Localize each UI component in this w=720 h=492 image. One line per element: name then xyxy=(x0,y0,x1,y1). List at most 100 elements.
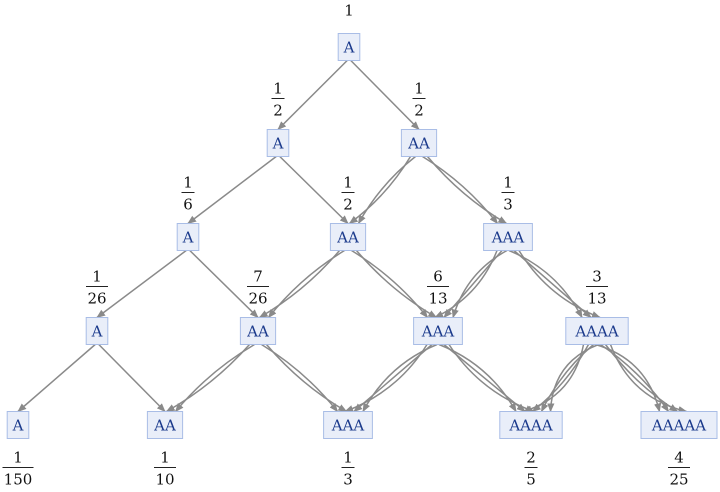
edge-arrow xyxy=(350,59,420,131)
edge-arrow xyxy=(443,250,503,319)
fraction-numerator: 1 xyxy=(13,449,23,467)
fraction-numerator: 3 xyxy=(592,268,602,286)
fraction-numerator: 4 xyxy=(674,449,684,467)
probability-label: 126 xyxy=(86,268,108,308)
node-label: AA xyxy=(407,135,430,153)
fraction-denominator: 2 xyxy=(273,102,283,120)
fraction-denominator: 26 xyxy=(248,290,267,308)
edge-arrow xyxy=(174,343,255,413)
state-node[interactable]: AAAAA xyxy=(640,411,718,439)
fraction-denominator: 3 xyxy=(343,471,353,489)
node-label: AAAA xyxy=(508,417,552,435)
fraction-denominator: 6 xyxy=(183,196,193,214)
fraction-numerator: 1 xyxy=(503,174,513,192)
fraction-numerator: 1 xyxy=(160,449,170,467)
state-node[interactable]: A xyxy=(337,33,361,61)
node-label: AA xyxy=(153,417,176,435)
node-label: AAA xyxy=(331,417,365,435)
edge-arrow xyxy=(344,344,428,413)
node-label: AAAAA xyxy=(651,417,706,435)
node-box xyxy=(640,411,718,439)
edge-arrow xyxy=(522,344,585,413)
state-node[interactable]: AAA xyxy=(413,317,463,345)
state-node[interactable]: A xyxy=(266,129,290,157)
node-box xyxy=(400,129,438,157)
edge-arrow xyxy=(518,250,601,319)
edge-arrow xyxy=(355,250,438,319)
fraction-denominator: 150 xyxy=(4,471,33,489)
edge-arrow xyxy=(357,155,416,225)
fraction-numerator: 1 xyxy=(343,174,353,192)
node-label: AA xyxy=(336,229,359,247)
fraction-denominator: 13 xyxy=(587,290,606,308)
fraction-numerator: 1 xyxy=(92,268,102,286)
state-node[interactable]: A xyxy=(6,411,30,439)
node-label: A xyxy=(272,135,284,153)
probability-value: 1 xyxy=(344,2,354,20)
state-node[interactable]: A xyxy=(85,317,109,345)
probability-label: 110 xyxy=(154,449,176,489)
node-box xyxy=(499,411,563,439)
state-node[interactable]: AA xyxy=(329,223,367,251)
fraction-denominator: 3 xyxy=(503,196,513,214)
probability-label: 16 xyxy=(181,174,195,214)
fraction-numerator: 1 xyxy=(273,80,283,98)
fraction-numerator: 1 xyxy=(343,449,353,467)
edge-arrow xyxy=(265,344,348,413)
edge-arrow xyxy=(353,343,433,413)
node-box xyxy=(6,411,30,439)
state-node[interactable]: AA xyxy=(146,411,184,439)
edge-arrow xyxy=(595,343,662,413)
probability-label: 425 xyxy=(668,449,690,489)
state-node[interactable]: AAA xyxy=(323,411,373,439)
edge-arrow xyxy=(540,343,594,413)
state-node[interactable]: AAAA xyxy=(565,317,629,345)
edge-arrow xyxy=(348,156,412,225)
node-box xyxy=(329,223,367,251)
probability-label: 1 xyxy=(344,2,354,20)
node-box xyxy=(146,411,184,439)
probability-label: 12 xyxy=(341,174,355,214)
state-node[interactable]: AA xyxy=(239,317,277,345)
state-node[interactable]: AA xyxy=(400,129,438,157)
probability-label: 13 xyxy=(341,449,355,489)
probability-label: 13 xyxy=(501,174,515,214)
fraction-denominator: 2 xyxy=(414,102,424,120)
edge-arrow xyxy=(547,343,599,413)
node-label: A xyxy=(182,229,194,247)
edges xyxy=(17,59,688,414)
fraction-denominator: 5 xyxy=(526,471,536,489)
fraction-denominator: 10 xyxy=(155,471,174,489)
node-box xyxy=(413,317,463,345)
state-node[interactable]: AAAA xyxy=(499,411,563,439)
fraction-numerator: 2 xyxy=(526,449,536,467)
node-box xyxy=(323,411,373,439)
node-box xyxy=(239,317,277,345)
fraction-denominator: 13 xyxy=(428,290,447,308)
node-label: A xyxy=(12,417,24,435)
fraction-numerator: 7 xyxy=(253,268,263,286)
edge-arrow xyxy=(187,155,277,225)
node-label: A xyxy=(91,323,103,341)
probability-label: 25 xyxy=(524,449,538,489)
edge-arrow xyxy=(96,249,187,319)
probability-label: 12 xyxy=(412,80,426,120)
state-node[interactable]: AAA xyxy=(483,223,533,251)
node-box xyxy=(85,317,109,345)
edge-arrow xyxy=(267,249,345,319)
node-label: AA xyxy=(246,323,269,341)
fraction-denominator: 2 xyxy=(343,196,353,214)
node-label: AAA xyxy=(491,229,525,247)
node-box xyxy=(337,33,361,61)
edge-arrow xyxy=(451,249,508,319)
node-box xyxy=(483,223,533,251)
edge-arrow xyxy=(362,343,438,413)
probability-label: 12 xyxy=(271,80,285,120)
probability-label: 313 xyxy=(586,268,608,308)
state-node[interactable]: A xyxy=(176,223,200,251)
fraction-numerator: 1 xyxy=(183,174,193,192)
edge-arrow xyxy=(189,249,259,319)
node-box xyxy=(565,317,629,345)
